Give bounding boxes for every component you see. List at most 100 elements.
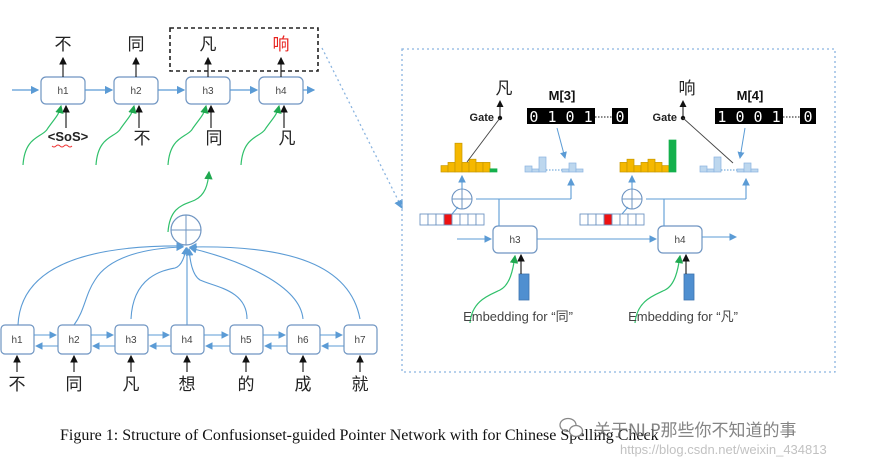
decoder-node-label: h3: [202, 86, 214, 97]
pointer-cell: [635, 213, 645, 226]
vocab-dist-bar: [482, 162, 491, 173]
vocab-dist-bar: [661, 165, 670, 173]
mask-arrow: [737, 127, 746, 159]
figure-caption: Figure 1: Structure of Confusionset-guid…: [60, 427, 659, 444]
encoder-node-label: h7: [354, 335, 366, 346]
embedding-label: Embedding for “凡”: [628, 309, 738, 324]
encoder-node-label: h3: [125, 335, 137, 346]
decoder-output-char: 同: [128, 35, 145, 55]
vocab-dist-bar: [619, 162, 628, 173]
copy-dist-bar: [538, 156, 547, 173]
pointer-cell: [443, 213, 453, 226]
encoder-node-label: h1: [11, 335, 23, 346]
attention-edge: [73, 243, 185, 326]
attention-curve: [167, 170, 213, 233]
attention-edge: [188, 243, 361, 320]
vocab-dist-bar: [668, 139, 677, 173]
encoder-node-label: h6: [297, 335, 309, 346]
gate-link: [682, 117, 734, 164]
encoder-node: [229, 324, 264, 355]
copy-dist-bar: [750, 168, 759, 173]
embedding-label: Embedding for “同”: [463, 309, 573, 324]
vocab-dist-bar: [654, 162, 663, 173]
pointer-cell: [451, 213, 461, 226]
decoder-node-label: h4: [275, 86, 287, 97]
mask-arrow: [556, 127, 567, 159]
pointer-cell: [419, 213, 429, 226]
mask-bits-box: [715, 108, 783, 124]
decoder-input-char: 不: [134, 129, 151, 149]
mask-tail-box: [800, 108, 816, 124]
mask-tail: 0: [615, 108, 624, 126]
detail-panel: [401, 48, 836, 373]
encoder-node: [114, 324, 149, 355]
pointer-link: [451, 206, 459, 215]
vocab-dist-bar: [640, 162, 649, 173]
mask-bits: 0 1 0 1: [529, 108, 592, 126]
copy-dist-bar: [575, 168, 584, 173]
gate-output-char: 响: [679, 79, 696, 99]
encoder-input-char: 就: [352, 375, 369, 395]
attention-edge: [185, 247, 248, 320]
mask-bits-box: [527, 108, 595, 124]
watermark-channel: 关于NLP那些你不知道的事: [594, 421, 796, 441]
copy-dist-bar: [743, 162, 752, 173]
copy-dist-bar: [568, 162, 577, 173]
embedding-bar: [518, 273, 530, 301]
attention-curve: [469, 254, 519, 324]
attention-edge: [17, 242, 185, 326]
pointer-link: [621, 206, 629, 215]
encoder-input-char: 凡: [123, 375, 140, 395]
watermark-url: https://blog.csdn.net/weixin_434813: [620, 442, 827, 457]
attention-curve: [95, 104, 137, 166]
attention-curve: [634, 254, 684, 324]
encoder-node-label: h5: [240, 335, 252, 346]
attention-curve: [167, 104, 209, 166]
vocab-dist-bar: [475, 162, 484, 173]
copy-dist-bar: [706, 168, 715, 173]
vocab-dist-bar: [468, 158, 477, 173]
gate-output-char: 凡: [496, 79, 513, 99]
vocab-dist-bar: [447, 162, 456, 173]
decoder-input-char: 凡: [279, 129, 296, 149]
pointer-cell: [611, 213, 621, 226]
vocab-dist-bar: [489, 168, 498, 173]
vocab-dist-bar: [626, 158, 635, 173]
attention-edge: [130, 246, 189, 320]
attention-curve: [22, 104, 64, 166]
watermark: 关于NLP那些你不知道的事 https://blog.csdn.net/weix…: [559, 417, 827, 457]
gate-link: [466, 117, 501, 163]
pointer-cell: [603, 213, 613, 226]
encoder-node: [0, 324, 35, 355]
highlight-box: [169, 27, 319, 72]
pointer-cell: [459, 213, 469, 226]
spellcheck-underline: [51, 144, 73, 148]
decoder-output-char: 不: [55, 35, 72, 55]
gate-label: Gate: [653, 112, 677, 124]
decoder-node-label: h4: [674, 235, 686, 246]
attention-curve: [240, 104, 282, 166]
vocab-dist-bar: [454, 142, 463, 173]
pointer-cell: [627, 213, 637, 226]
mask-bits: 1 0 0 1: [717, 108, 780, 126]
decoder-output-char: 凡: [200, 35, 217, 55]
sos-token: <SoS>: [48, 129, 89, 144]
encoder-node-label: h4: [181, 335, 193, 346]
copy-dist-bar: [736, 168, 745, 173]
mask-tail: 0: [803, 108, 812, 126]
decoder-node: [657, 225, 703, 254]
encoder-node: [343, 324, 378, 355]
decoder-node-label: h1: [57, 86, 69, 97]
encoder-input-char: 不: [9, 375, 26, 395]
copy-dist-bar: [531, 168, 540, 173]
pointer-cell: [619, 213, 629, 226]
encoder-node-label: h2: [68, 335, 80, 346]
pointer-cell: [595, 213, 605, 226]
decoder-input-char: 同: [206, 129, 223, 149]
encoder-input-char: 成: [295, 375, 312, 395]
attention-edge: [188, 245, 304, 320]
